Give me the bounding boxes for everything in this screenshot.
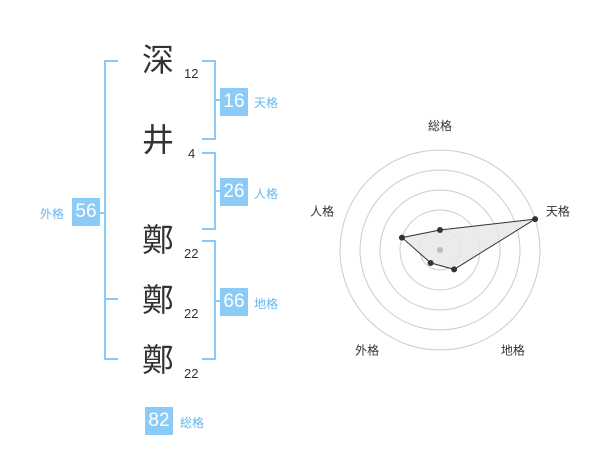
- chikaku-label: 地格: [254, 297, 279, 311]
- radar-points: [398, 216, 539, 273]
- gaikaku-bracket: [104, 60, 118, 360]
- name-char-1: 深: [142, 41, 175, 79]
- radar-point-天格: [532, 216, 539, 223]
- jinkaku-value-box: 26: [220, 178, 248, 206]
- radar-point-外格: [427, 259, 434, 266]
- radar-center-dot: [437, 247, 443, 253]
- radar-point-地格: [451, 266, 458, 273]
- soukaku-value-box: 82: [145, 407, 173, 435]
- gaikaku-bracket-tick-mid: [104, 298, 118, 300]
- stroke-count-3: 22: [184, 246, 199, 261]
- radar-polygon: [400, 218, 536, 270]
- jinkaku-bracket-tick: [214, 190, 220, 192]
- tenkaku-bracket-tick: [214, 99, 220, 101]
- radar-point-人格: [398, 234, 405, 241]
- radar-ring-4: [359, 169, 521, 331]
- gaikaku-bracket-tick-left: [98, 212, 106, 214]
- tenkaku-value-box: 16: [220, 88, 248, 116]
- radar-point-総格: [437, 227, 443, 233]
- radar-axis-label-1: 総格: [428, 118, 452, 133]
- radar-axis-label-3: 地格: [501, 342, 525, 357]
- stroke-count-1: 12: [184, 66, 199, 81]
- stroke-count-4: 22: [184, 306, 199, 321]
- radar-axis-label-4: 外格: [355, 342, 379, 357]
- radar-ring-3: [379, 189, 501, 311]
- jinkaku-label: 人格: [254, 187, 279, 201]
- stroke-count-5: 22: [184, 366, 199, 381]
- soukaku-label: 総格: [180, 416, 205, 430]
- stroke-count-2: 4: [188, 146, 196, 161]
- gaikaku-value-box: 56: [72, 198, 100, 226]
- tenkaku-label: 天格: [254, 96, 279, 110]
- gaikaku-label: 外格: [40, 207, 65, 221]
- radar-axis-label-2: 天格: [546, 204, 570, 219]
- name-char-3: 鄭: [142, 221, 175, 259]
- chikaku-bracket-tick: [214, 300, 220, 302]
- chikaku-value-box: 66: [220, 288, 248, 316]
- radar-axis-label-5: 人格: [310, 204, 334, 219]
- name-char-4: 鄭: [142, 281, 175, 319]
- radar-ring-5: [339, 149, 541, 351]
- name-char-2: 井: [142, 121, 175, 159]
- name-char-5: 鄭: [142, 341, 175, 379]
